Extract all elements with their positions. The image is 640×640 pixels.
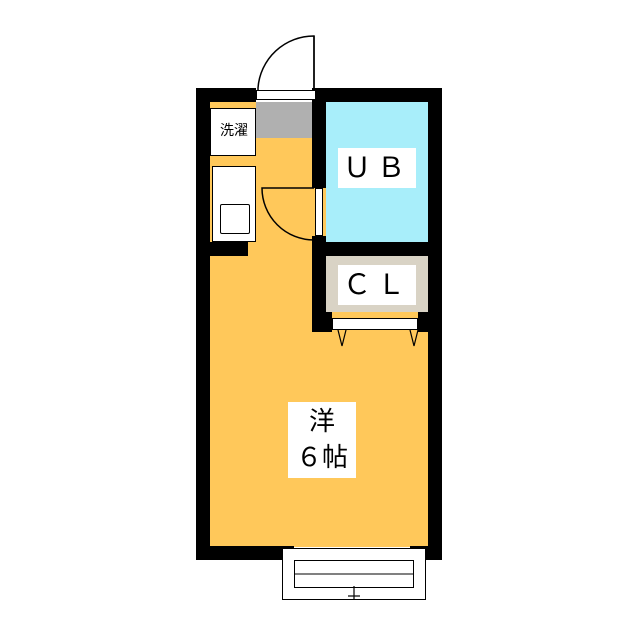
bath-door-gap <box>315 188 323 236</box>
wall-closet-bottom <box>312 312 332 332</box>
wall-bath-left-lower <box>312 236 326 332</box>
closet-label: ＣＬ <box>338 265 416 305</box>
bath-door-arc <box>261 187 315 241</box>
entrance-door-strip <box>256 90 316 100</box>
western-room-label: 洋 ６帖 <box>288 402 356 478</box>
room-type-label: 洋 <box>308 407 335 437</box>
entrance-door-arc <box>257 35 315 90</box>
wall-kitchen-bottom <box>196 242 248 256</box>
closet-door-marker-right <box>409 329 419 347</box>
wall-bath-bottom <box>312 242 442 256</box>
kitchen-sink <box>220 204 250 234</box>
entrance-floor <box>256 102 316 138</box>
wall-top-right <box>316 88 442 102</box>
closet-door-marker-left <box>337 329 347 347</box>
wall-left <box>196 88 210 560</box>
unit-bath-label: ＵＢ <box>338 148 416 188</box>
wall-top-left <box>196 88 256 102</box>
washer-label: 洗濯 <box>214 118 254 144</box>
wall-closet-bottom-r <box>418 312 442 332</box>
room-size-label: ６帖 <box>295 443 348 473</box>
wall-bottom-left <box>196 546 294 560</box>
wall-bath-left <box>312 88 326 188</box>
closet-door-strip <box>332 318 418 330</box>
